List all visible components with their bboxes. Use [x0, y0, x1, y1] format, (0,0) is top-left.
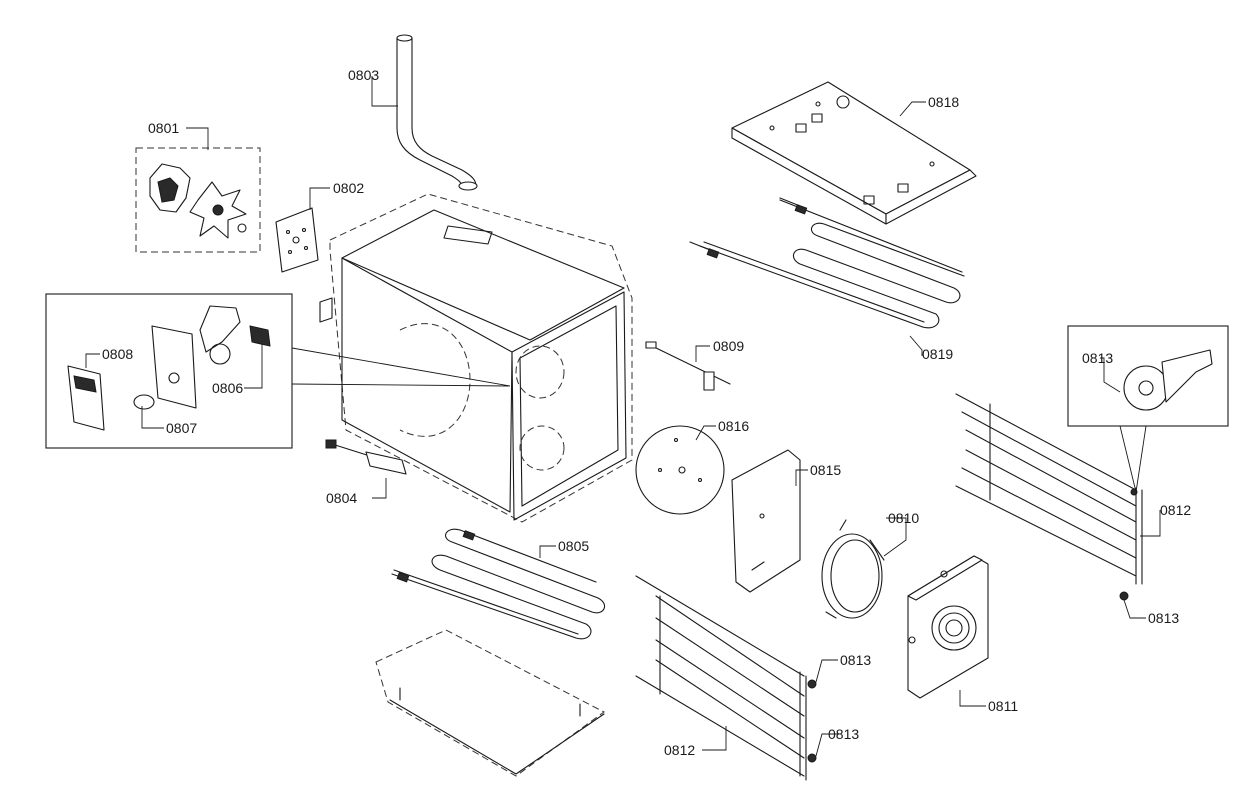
label-0812-left: 0812	[664, 742, 695, 758]
label-0813-inset: 0813	[1082, 350, 1113, 366]
label-0809: 0809	[713, 338, 744, 354]
label-0813-upper: 0813	[840, 652, 871, 668]
bottom-heating-element	[391, 528, 606, 640]
ring-heating-element	[821, 519, 885, 619]
label-0806: 0806	[212, 380, 243, 396]
label-0816: 0816	[718, 418, 749, 434]
label-0802: 0802	[333, 180, 364, 196]
screw-detail-inset	[1067, 325, 1229, 493]
rear-fan-cover	[907, 555, 989, 699]
label-0811: 0811	[988, 698, 1018, 714]
part-labels: 0801 0802 0803 0804 0805 0806 0807 0808 …	[102, 67, 1191, 758]
oven-cavity-housing	[319, 193, 633, 523]
side-rack-left	[635, 575, 807, 781]
bottom-tray	[375, 629, 605, 777]
round-baffle-plate	[635, 425, 725, 515]
temperature-sensor	[645, 341, 731, 391]
label-0819: 0819	[922, 346, 953, 362]
fan-cover-plate	[275, 207, 319, 273]
label-0801: 0801	[148, 120, 179, 136]
lamp-detail-inset	[45, 293, 511, 449]
label-0812-right: 0812	[1160, 502, 1191, 518]
exhaust-pipe-part	[396, 34, 478, 191]
door-switch	[325, 439, 407, 475]
label-0804: 0804	[326, 490, 357, 506]
label-0810: 0810	[888, 510, 919, 526]
label-0803: 0803	[348, 67, 379, 83]
label-0813-lower: 0813	[828, 726, 859, 742]
label-0807: 0807	[166, 420, 197, 436]
label-0808: 0808	[102, 346, 133, 362]
side-rack-right	[955, 393, 1143, 585]
top-plate	[731, 81, 977, 225]
leader-lines	[85, 76, 1161, 757]
label-0818: 0818	[928, 94, 959, 110]
fan-baffle-plate	[731, 449, 801, 593]
label-0815: 0815	[810, 462, 841, 478]
label-0813-right: 0813	[1148, 610, 1179, 626]
label-0805: 0805	[558, 538, 589, 554]
top-heating-element	[689, 197, 965, 329]
fan-motor-assembly	[135, 147, 261, 253]
